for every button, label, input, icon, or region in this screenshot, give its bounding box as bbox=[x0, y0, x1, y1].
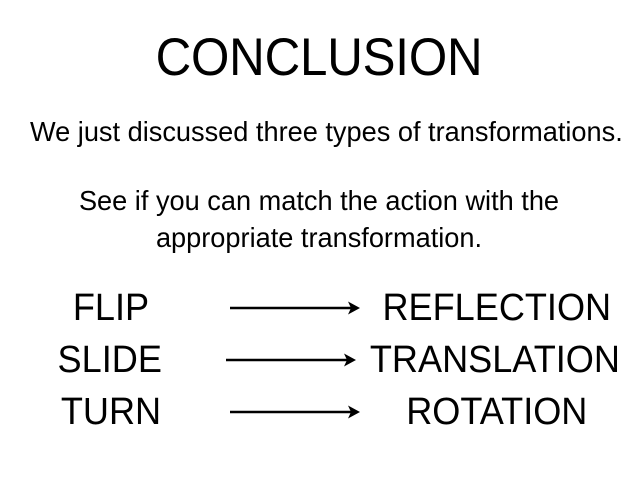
arrow-cell bbox=[222, 299, 367, 317]
arrow-cell bbox=[222, 403, 367, 421]
action-term-turn: TURN bbox=[60, 391, 162, 433]
instruction-line-1: See if you can match the action with the bbox=[78, 185, 560, 216]
transformation-term-translation: TRANSLATION bbox=[369, 339, 620, 381]
arrow-right-icon bbox=[226, 353, 357, 367]
instruction-text: See if you can match the action with the… bbox=[0, 182, 638, 256]
transformation-term-rotation: ROTATION bbox=[406, 391, 588, 433]
matching-list: FLIP REFLECTION SLIDE TRANSLATION TURN bbox=[0, 282, 638, 438]
instruction-line-2: appropriate transformation. bbox=[155, 222, 483, 253]
page-title: CONCLUSION bbox=[155, 28, 483, 87]
transformation-term-reflection: REFLECTION bbox=[382, 287, 612, 329]
arrow-right-icon bbox=[229, 301, 360, 315]
arrow-cell bbox=[219, 351, 362, 369]
match-row: SLIDE TRANSLATION bbox=[0, 334, 638, 386]
match-row: FLIP REFLECTION bbox=[0, 282, 638, 334]
match-row: TURN ROTATION bbox=[0, 386, 638, 438]
action-term-flip: FLIP bbox=[72, 287, 150, 329]
intro-text: We just discussed three types of transfo… bbox=[30, 116, 623, 147]
action-term-slide: SLIDE bbox=[57, 339, 162, 381]
arrow-right-icon bbox=[229, 405, 360, 419]
